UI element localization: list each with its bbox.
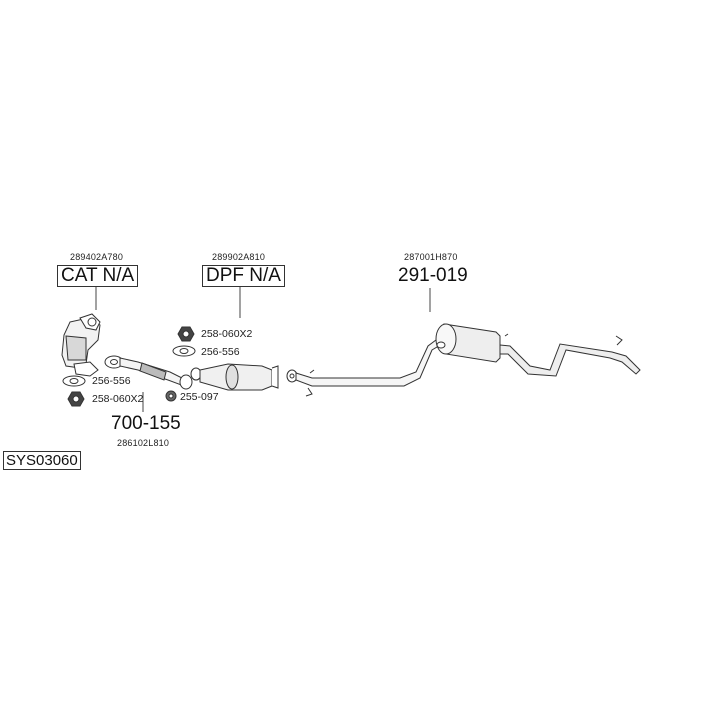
accessory-label-gasket-middle[interactable]: 256-556 bbox=[201, 346, 240, 358]
flexible-front-pipe-icon bbox=[104, 355, 193, 390]
oe-number-dpf: 289902A810 bbox=[212, 252, 266, 262]
rear-silencer-icon bbox=[435, 323, 641, 377]
part-label-flexpipe[interactable]: 700-155 bbox=[111, 413, 181, 434]
part-label-cat[interactable]: CAT N/A bbox=[57, 265, 139, 287]
catalytic-converter-icon bbox=[61, 313, 101, 377]
diesel-particulate-filter-icon bbox=[190, 363, 279, 391]
accessory-label-nut-middle[interactable]: 258-060X2 bbox=[201, 328, 253, 340]
oe-number-cat: 289402A780 bbox=[70, 252, 124, 262]
oe-number-silencer: 287001H870 bbox=[404, 252, 458, 262]
accessory-label-gasket-left[interactable]: 256-556 bbox=[92, 375, 131, 387]
oe-number-flexpipe: 286102L810 bbox=[117, 438, 170, 448]
system-id-badge: SYS03060 bbox=[3, 451, 81, 470]
accessory-label-clamp[interactable]: 255-097 bbox=[180, 391, 219, 403]
middle-pipe-icon bbox=[286, 339, 443, 397]
part-label-dpf[interactable]: DPF N/A bbox=[202, 265, 285, 287]
accessory-label-nut-left[interactable]: 258-060X2 bbox=[92, 393, 144, 405]
part-label-silencer[interactable]: 291-019 bbox=[398, 265, 468, 286]
